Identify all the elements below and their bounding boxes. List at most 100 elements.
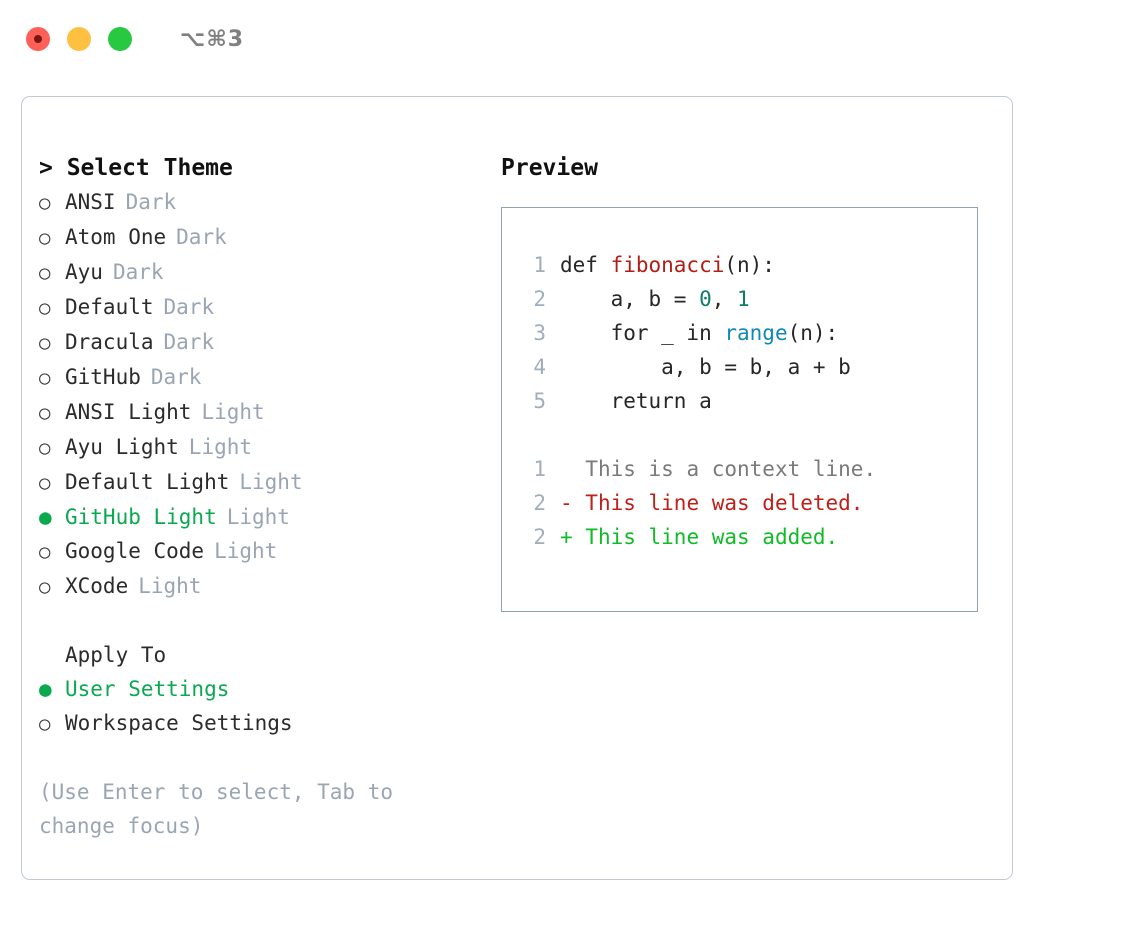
diff-line-text: This is a context line. [572, 457, 877, 481]
theme-variant-tag: Dark [112, 260, 164, 284]
theme-variant-tag: Light [214, 539, 278, 563]
code-token: (n): [787, 321, 839, 345]
code-token: (n): [724, 253, 775, 277]
apply-to-heading: Apply To [65, 643, 167, 667]
radio-selected-icon[interactable]: ● [39, 677, 52, 701]
theme-list-item[interactable]: ○ Default Dark [39, 290, 479, 325]
theme-list-item[interactable]: ○ GitHub Dark [39, 360, 479, 395]
apply-to-option[interactable]: ● User Settings [39, 672, 479, 706]
theme-list-item[interactable]: ○ Dracula Dark [39, 325, 479, 360]
theme-name-label: Ayu Light [65, 435, 179, 459]
code-token: for _ in [560, 321, 725, 345]
theme-name-label: Default [65, 295, 154, 319]
code-line-text: return a [560, 384, 712, 418]
code-line-text: for _ in range(n): [560, 316, 839, 350]
theme-variant-tag: Dark [150, 365, 202, 389]
apply-to-label: User Settings [65, 677, 230, 701]
code-token: fibonacci [610, 253, 725, 277]
diff-line: 2 + This line was added. [520, 520, 977, 554]
minimize-button-icon[interactable] [67, 27, 91, 51]
code-line: 3 for _ in range(n): [520, 316, 977, 350]
code-token: a, b = b, a + b [560, 355, 851, 379]
select-theme-heading: > Select Theme [39, 155, 233, 181]
code-line: 4 a, b = b, a + b [520, 350, 977, 384]
radio-unselected-icon[interactable]: ○ [39, 262, 51, 284]
code-token: range [724, 321, 788, 345]
preview-heading: Preview [501, 155, 598, 181]
maximize-button-icon[interactable] [108, 27, 132, 51]
theme-variant-tag: Light [138, 574, 202, 598]
radio-unselected-icon[interactable]: ○ [39, 297, 51, 319]
code-line: 5 return a [520, 384, 977, 418]
theme-name-label: ANSI [65, 190, 116, 214]
radio-unselected-icon[interactable]: ○ [39, 472, 51, 494]
theme-list-item[interactable]: ○ Atom One Dark [39, 220, 479, 255]
radio-unselected-icon[interactable]: ○ [39, 332, 51, 354]
code-line-text: def fibonacci(n): [560, 248, 775, 282]
theme-variant-tag: Light [226, 505, 290, 529]
radio-unselected-icon[interactable]: ○ [39, 576, 51, 598]
theme-variant-tag: Dark [163, 330, 215, 354]
code-line-number: 5 [533, 389, 546, 413]
code-line: 2 a, b = 0, 1 [520, 282, 977, 316]
theme-list-item[interactable]: ○ XCode Light [39, 569, 479, 604]
diff-line-text: This line was added. [572, 525, 839, 549]
theme-name-label: Atom One [65, 225, 167, 249]
theme-name-label: Google Code [65, 539, 205, 563]
theme-name-label: GitHub [65, 365, 141, 389]
diff-line-text: This line was deleted. [572, 491, 864, 515]
theme-list-item[interactable]: ○ Ayu Dark [39, 255, 479, 290]
theme-name-label: ANSI Light [65, 400, 192, 424]
theme-list-item[interactable]: ○ ANSI Light Light [39, 395, 479, 430]
code-token: a, b = [560, 287, 700, 311]
radio-unselected-icon[interactable]: ○ [39, 192, 51, 214]
code-line-text: a, b = 0, 1 [560, 282, 750, 316]
code-token: 1 [737, 287, 750, 311]
code-token: def [560, 253, 611, 277]
radio-unselected-icon[interactable]: ○ [39, 402, 51, 424]
apply-to-option[interactable]: ○ Workspace Settings [39, 706, 479, 741]
code-diff-spacer [520, 418, 977, 452]
theme-variant-tag: Light [201, 400, 265, 424]
radio-unselected-icon[interactable]: ○ [39, 437, 51, 459]
theme-name-label: Default Light [65, 470, 230, 494]
code-line-number: 4 [533, 355, 546, 379]
theme-list-item[interactable]: ○ Google Code Light [39, 534, 479, 569]
theme-name-label: Ayu [65, 260, 103, 284]
code-token: return a [560, 389, 712, 413]
diff-line-number: 2 [533, 525, 546, 549]
theme-name-label: XCode [65, 574, 129, 598]
code-line-text: a, b = b, a + b [560, 350, 851, 384]
diff-sample: 1 This is a context line.2- This line wa… [520, 452, 977, 554]
code-token: , [711, 287, 738, 311]
radio-unselected-icon[interactable]: ○ [39, 713, 51, 735]
apply-to-list[interactable]: ● User Settings ○ Workspace Settings [39, 672, 479, 741]
radio-selected-icon[interactable]: ● [39, 505, 52, 529]
title-bar: ⌥⌘3 [0, 0, 1140, 78]
close-button-icon[interactable] [26, 27, 50, 51]
theme-list-item[interactable]: ○ Default Light Light [39, 465, 479, 500]
radio-unselected-icon[interactable]: ○ [39, 227, 51, 249]
code-line-number: 1 [533, 253, 546, 277]
code-line-number: 3 [533, 321, 546, 345]
radio-unselected-icon[interactable]: ○ [39, 541, 51, 563]
theme-variant-tag: Light [239, 470, 303, 494]
diff-line: 2- This line was deleted. [520, 486, 977, 520]
theme-variant-tag: Dark [176, 225, 227, 249]
radio-unselected-icon[interactable]: ○ [39, 367, 51, 389]
diff-line-number: 1 [533, 457, 546, 481]
diff-marker: + [560, 525, 573, 549]
keyboard-hint-text: (Use Enter to select, Tab to change focu… [39, 780, 394, 838]
diff-line: 1 This is a context line. [520, 452, 977, 486]
theme-variant-tag: Dark [163, 295, 215, 319]
apply-to-label: Workspace Settings [65, 711, 293, 735]
theme-name-label: Dracula [65, 330, 154, 354]
